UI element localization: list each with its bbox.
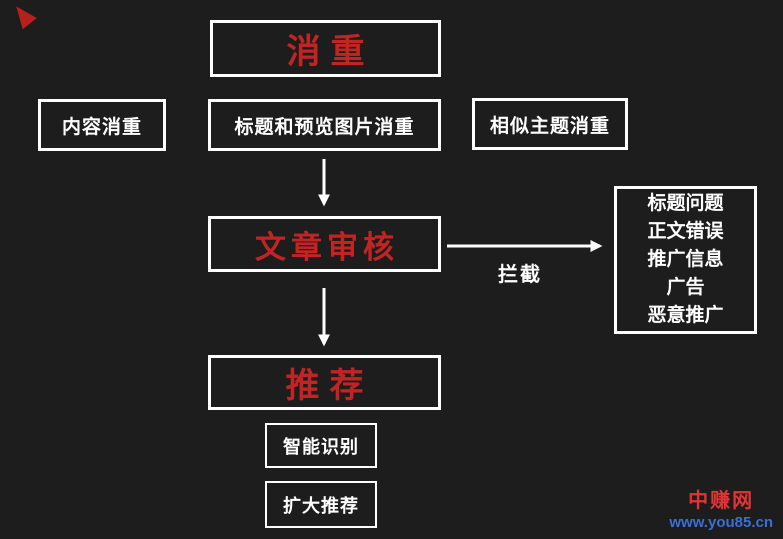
node-smart-recognition-label: 智能识别 (283, 436, 359, 457)
intercept-reason-item: 标题问题 (647, 193, 724, 214)
node-expand-recommend: 扩大推荐 (265, 481, 377, 528)
node-dedup-title-label: 消重 (286, 33, 375, 71)
intercept-arrow-label: 拦截 (498, 264, 542, 286)
node-intercept-reasons: 标题问题 正文错误 推广信息 广告 恶意推广 (614, 186, 757, 334)
node-smart-recognition: 智能识别 (265, 423, 377, 468)
watermark-site-url: www.you85.cn (669, 514, 773, 532)
node-title-preview-dedup: 标题和预览图片消重 (208, 99, 441, 151)
node-recommend: 推荐 (208, 355, 441, 410)
node-article-review: 文章审核 (208, 216, 441, 272)
node-article-review-label: 文章审核 (255, 229, 399, 265)
node-recommend-label: 推荐 (285, 367, 374, 405)
node-content-dedup-label: 内容消重 (61, 116, 142, 138)
intercept-reason-item: 恶意推广 (647, 305, 724, 326)
node-title-preview-dedup-label: 标题和预览图片消重 (234, 116, 415, 138)
watermark-site-name: 中赚网 (688, 490, 755, 513)
node-dedup-title: 消重 (210, 20, 441, 77)
red-pointer-icon (9, 0, 37, 30)
node-expand-recommend-label: 扩大推荐 (283, 495, 359, 516)
intercept-reason-item: 推广信息 (647, 249, 724, 270)
watermark: 中赚网 www.you85.cn (669, 489, 773, 533)
node-content-dedup: 内容消重 (38, 99, 166, 151)
node-similar-topic-dedup-label: 相似主题消重 (489, 115, 610, 137)
intercept-reason-item: 正文错误 (647, 221, 724, 242)
node-similar-topic-dedup: 相似主题消重 (472, 98, 628, 150)
intercept-reason-item: 广告 (666, 277, 705, 298)
